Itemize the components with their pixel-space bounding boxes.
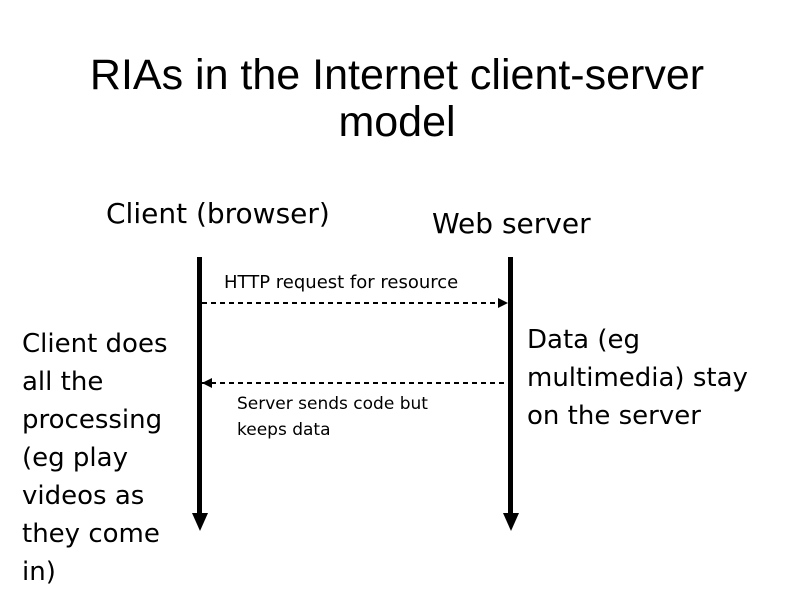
- http-request-label: HTTP request for resource: [224, 272, 459, 293]
- down-arrowhead-icon: [191, 513, 208, 531]
- left-arrowhead-icon: [202, 378, 212, 388]
- server-response-label: Server sends code but keeps data: [237, 394, 428, 440]
- client-lifeline: [191, 257, 208, 531]
- client-actor-label: Client (browser): [106, 197, 330, 230]
- server-response-arrow: [202, 378, 508, 388]
- client-processing-note: Client does all the processing (eg play …: [22, 329, 168, 587]
- server-lifeline: [502, 257, 519, 531]
- down-arrowhead-icon: [502, 513, 519, 531]
- slide-title: RIAs in the Internet client-server model: [89, 51, 705, 146]
- server-actor-label: Web server: [432, 207, 591, 240]
- right-arrowhead-icon: [498, 298, 508, 308]
- http-request-arrow: [202, 298, 508, 308]
- server-data-note: Data (eg multimedia) stay on the server: [527, 325, 748, 431]
